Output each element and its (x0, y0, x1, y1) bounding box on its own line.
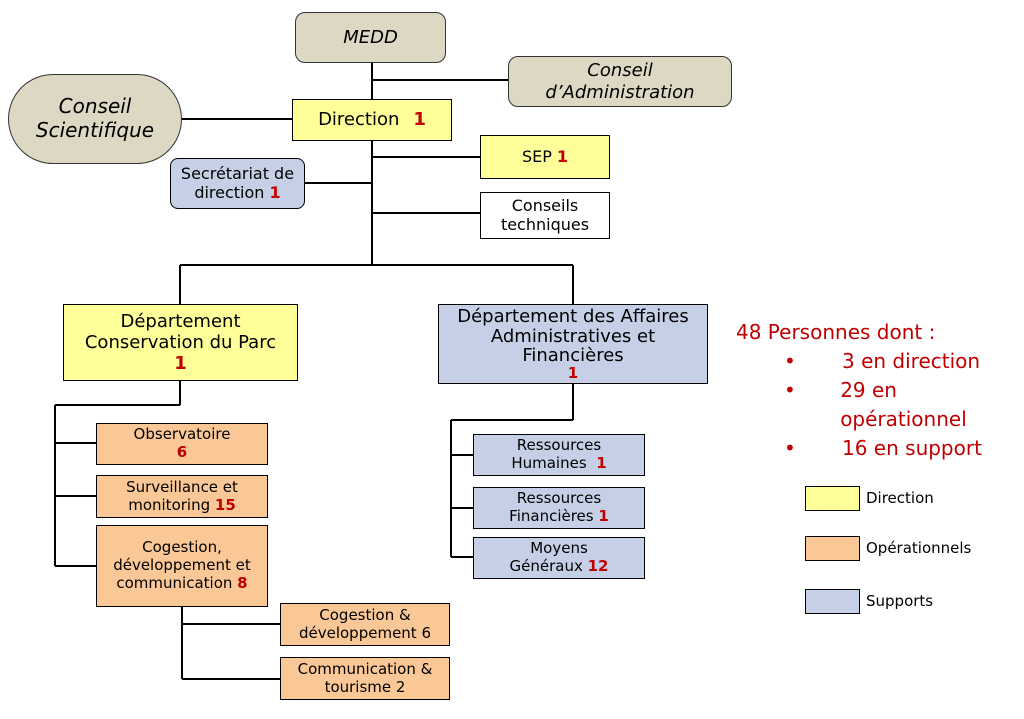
departement-affaires-count: 1 (567, 364, 579, 383)
observatoire-node: Observatoire 6 (96, 423, 268, 465)
bullet-icon: • (784, 378, 796, 402)
observatoire-count: 6 (176, 443, 188, 461)
moyens-generaux-node: Moyens Généraux 12 (473, 537, 645, 579)
ressources-financieres-node: Ressources Financières 1 (473, 487, 645, 529)
legend-label-supports: Supports (866, 592, 934, 610)
bullet-icon: • (784, 349, 796, 373)
surveillance-node: Surveillance et monitoring 15 (96, 475, 268, 518)
secretariat-line1: Secrétariat de (180, 163, 295, 183)
secretariat-node: Secrétariat de direction 1 (170, 158, 305, 209)
conseils-techniques-line1: Conseils (511, 195, 579, 215)
observatoire-label: Observatoire (133, 425, 231, 444)
summary-bullet-support: 16 en support (842, 436, 982, 460)
departement-affaires-node: Département des Affaires Administratives… (438, 304, 708, 384)
conseil-administration-node: Conseil d’Administration (508, 56, 732, 107)
conseil-administration-line2: d’Administration (545, 81, 695, 103)
surveillance-line1: Surveillance et (126, 477, 238, 496)
ressources-financieres-line1: Ressources (516, 489, 602, 508)
moyens-generaux-line1: Moyens (530, 539, 588, 558)
secretariat-line2: direction (194, 182, 265, 202)
departement-conservation-line2: Conservation du Parc (84, 331, 277, 353)
direction-node: Direction 1 (292, 99, 452, 141)
sep-count: 1 (556, 146, 569, 166)
ressources-humaines-node: Ressources Humaines 1 (473, 434, 645, 476)
summary-bullet-item: • 3 en direction (736, 347, 1024, 376)
conseil-scientifique-line2: Scientifique (35, 118, 155, 142)
legend-label-direction: Direction (866, 489, 934, 507)
moyens-generaux-count: 12 (587, 557, 609, 575)
bullet-icon: • (784, 436, 796, 460)
departement-affaires-line1: Département des Affaires (457, 305, 689, 327)
medd-label: MEDD (343, 26, 398, 48)
conseils-techniques-node: Conseils techniques (480, 192, 610, 239)
legend-label-operationnels: Opérationnels (866, 539, 972, 557)
summary-bullet-item: • 16 en support (736, 434, 1024, 463)
legend-swatch-supports (805, 589, 860, 614)
staff-summary: 48 Personnes dont : • 3 en direction • 2… (736, 318, 1024, 463)
conseil-scientifique-line1: Conseil (58, 94, 132, 119)
cogestion-line1: Cogestion, (142, 538, 222, 557)
ressources-humaines-line2: Humaines (511, 454, 587, 472)
legend-swatch-operationnels (805, 536, 860, 561)
departement-affaires-line2: Administratives et (490, 325, 656, 347)
direction-count: 1 (413, 109, 426, 131)
surveillance-line2: monitoring (128, 495, 211, 514)
summary-bullet-operationnel: 29 en opérationnel (840, 378, 967, 431)
summary-bullet-item: • 29 en opérationnel (736, 376, 1024, 434)
medd-node: MEDD (295, 12, 446, 63)
communication-tourisme-line2: tourisme 2 (324, 677, 406, 696)
surveillance-count: 15 (214, 495, 236, 514)
departement-affaires-line3: Financières (522, 345, 624, 367)
conseil-scientifique-node: Conseil Scientifique (8, 74, 182, 164)
cogestion-line2: développement et (113, 556, 251, 575)
legend-swatch-direction (805, 486, 860, 511)
cogestion-count: 8 (237, 573, 248, 592)
ressources-financieres-count: 1 (598, 507, 609, 525)
summary-bullet-direction: 3 en direction (842, 349, 981, 373)
communication-tourisme-node: Communication & tourisme 2 (280, 657, 450, 700)
communication-tourisme-line1: Communication & (297, 659, 433, 678)
secretariat-count: 1 (269, 182, 281, 202)
sep-node: SEP 1 (480, 135, 610, 179)
departement-conservation-line1: Département (120, 310, 241, 332)
departement-conservation-node: Département Conservation du Parc 1 (63, 304, 298, 381)
ressources-humaines-line1: Ressources (516, 436, 602, 455)
moyens-generaux-line2: Généraux (509, 557, 583, 575)
conseil-administration-line1: Conseil (587, 60, 653, 82)
ressources-humaines-count: 1 (596, 454, 607, 472)
cogestion-line3: communication (116, 573, 233, 592)
direction-label: Direction (318, 109, 400, 131)
cogestion-node: Cogestion, développement et communicatio… (96, 525, 268, 607)
summary-title: 48 Personnes dont : (736, 320, 936, 344)
cogestion-developpement-line2: développement 6 (298, 623, 431, 642)
conseils-techniques-line2: techniques (500, 214, 590, 234)
cogestion-developpement-line1: Cogestion & (319, 605, 411, 624)
cogestion-developpement-node: Cogestion & développement 6 (280, 603, 450, 646)
sep-label: SEP (521, 146, 552, 166)
departement-conservation-count: 1 (174, 353, 187, 375)
ressources-financieres-line2: Financières (509, 507, 594, 525)
